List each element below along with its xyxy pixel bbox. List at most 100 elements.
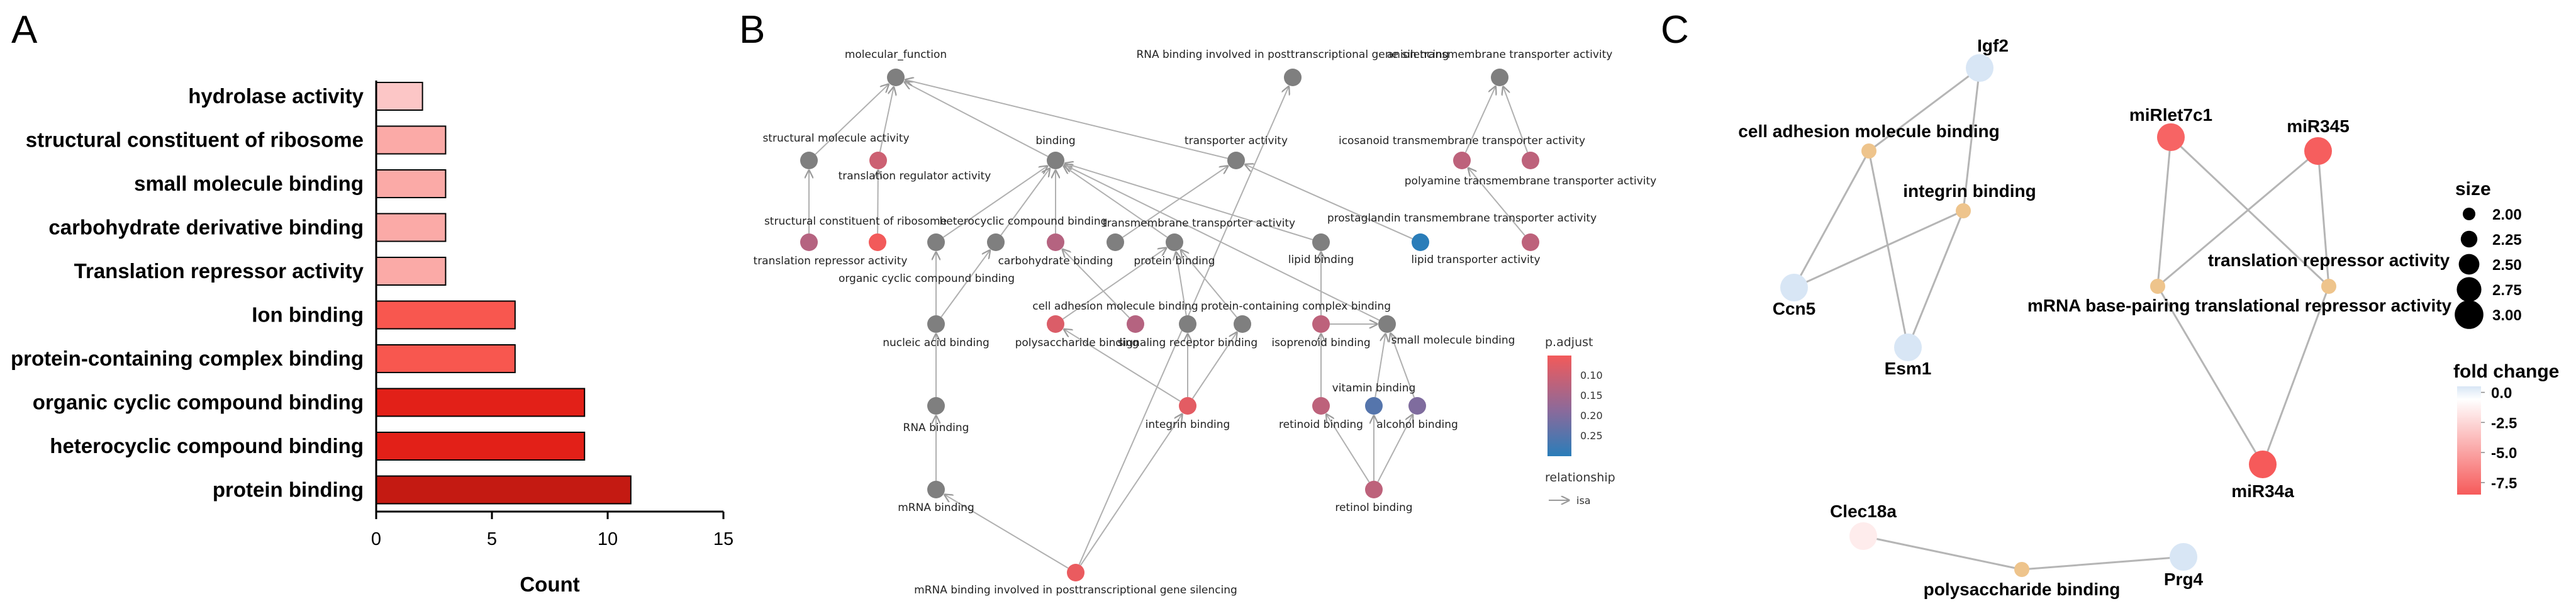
x-tick-label: 10 xyxy=(598,529,618,549)
size-legend-dot xyxy=(2456,277,2482,302)
bar xyxy=(376,300,516,330)
category-label: small molecule binding xyxy=(134,172,364,195)
network-edge xyxy=(1868,67,1980,152)
go-term-node xyxy=(1166,233,1183,251)
x-tick-label: 0 xyxy=(371,529,381,549)
term-label: mRNA base-pairing translational represso… xyxy=(2027,296,2452,315)
category-label: Ion binding xyxy=(252,303,364,327)
go-term-label: structural constituent of ribosome xyxy=(764,215,947,228)
isa-edge xyxy=(1191,332,1237,399)
bar xyxy=(376,213,447,242)
go-term-node xyxy=(1234,315,1251,333)
padj-tick-label: 0.10 xyxy=(1580,369,1603,381)
isa-edge xyxy=(1000,169,1049,236)
go-term-label: mRNA binding xyxy=(898,502,974,514)
go-term-label: structural molecule activity xyxy=(762,132,909,145)
go-term-label: cell adhesion molecule binding xyxy=(1032,300,1198,313)
size-legend-dot xyxy=(2455,300,2484,329)
size-legend-label: 2.25 xyxy=(2492,232,2522,249)
go-term-node xyxy=(1107,233,1124,251)
gene-label: miR345 xyxy=(2287,116,2350,136)
relationship-legend-title: relationship xyxy=(1545,471,1615,485)
term-node xyxy=(2014,562,2029,577)
category-label: heterocyclic compound binding xyxy=(50,434,364,457)
padj-tick-label: 0.15 xyxy=(1580,390,1603,401)
go-term-label: isoprenoid binding xyxy=(1271,337,1370,349)
gene-node xyxy=(2304,137,2332,165)
term-label: cell adhesion molecule binding xyxy=(1738,121,1999,141)
category-label: structural constituent of ribosome xyxy=(26,128,364,152)
bar xyxy=(376,475,632,505)
go-term-label: transmembrane transporter activity xyxy=(1103,217,1295,230)
go-term-label: RNA binding xyxy=(903,422,969,434)
network-edge xyxy=(2261,286,2330,465)
go-term-node xyxy=(1312,397,1330,415)
isa-edge xyxy=(1062,249,1130,318)
go-term-label: carbohydrate binding xyxy=(998,255,1113,267)
term-label: translation repressor activity xyxy=(2208,250,2450,270)
isa-edge xyxy=(1064,165,1380,321)
padj-tick-label: 0.20 xyxy=(1580,410,1603,422)
go-term-node xyxy=(927,315,945,333)
isa-edge xyxy=(1062,248,1166,320)
go-term-label: protein binding xyxy=(1134,255,1215,267)
edge-group xyxy=(1793,67,2330,571)
go-term-node xyxy=(800,152,818,169)
network-edge xyxy=(2156,286,2264,465)
category-label: Translation repressor activity xyxy=(74,259,364,283)
go-term-node xyxy=(1312,233,1330,251)
gene-node xyxy=(1894,334,1922,361)
go-term-node xyxy=(869,152,887,169)
go-term-label: nucleic acid binding xyxy=(883,337,990,349)
padj-colorbar xyxy=(1547,356,1571,456)
isa-edge xyxy=(1064,329,1181,402)
x-tick-label: 15 xyxy=(713,529,733,549)
size-legend-dot xyxy=(2458,254,2480,275)
term-node xyxy=(1956,203,1971,218)
go-term-label: binding xyxy=(1035,135,1075,147)
go-term-label: protein-containing complex binding xyxy=(1201,300,1391,313)
isa-edge xyxy=(1246,164,1413,240)
term-node xyxy=(2321,279,2336,294)
gene-label: Prg4 xyxy=(2164,569,2204,589)
go-term-label: retinoid binding xyxy=(1279,418,1363,431)
size-legend-label: 2.00 xyxy=(2492,206,2522,223)
size-legend-label: 2.50 xyxy=(2492,257,2522,274)
fold-change-tick-group: 0.0-2.5-5.0-7.5 xyxy=(2481,385,2517,492)
fold-change-colorbar xyxy=(2457,386,2481,495)
go-term-node xyxy=(1312,315,1330,333)
fold-change-legend: fold change 0.0-2.5-5.0-7.5 xyxy=(2453,361,2559,495)
isa-edge xyxy=(1079,414,1182,566)
bar xyxy=(376,82,423,111)
isa-edge xyxy=(1176,252,1187,316)
size-legend-dot xyxy=(2460,230,2478,248)
gene-node xyxy=(2157,123,2185,151)
isa-edge xyxy=(945,495,1069,569)
term-label: polysaccharide binding xyxy=(1924,580,2121,599)
size-legend: size 2.002.252.502.753.00 xyxy=(2455,179,2522,329)
go-term-node xyxy=(1365,397,1383,415)
go-term-label: icosanoid transmembrane transporter acti… xyxy=(1339,135,1585,147)
go-term-label: translation repressor activity xyxy=(754,255,908,267)
network-edge xyxy=(1907,210,1965,348)
go-term-node xyxy=(1067,564,1084,581)
gene-node xyxy=(1849,522,1877,550)
network-edge xyxy=(1868,150,1909,348)
isa-edge xyxy=(906,80,1228,159)
padj-tick-group: 0.100.150.200.25 xyxy=(1571,369,1603,442)
go-term-label: transporter activity xyxy=(1185,135,1288,147)
go-term-label: RNA binding involved in posttranscriptio… xyxy=(1136,48,1449,61)
go-term-node xyxy=(1047,233,1064,251)
go-term-node xyxy=(869,233,886,251)
gene-label: miR34a xyxy=(2231,481,2294,501)
go-term-label: heterocyclic compound binding xyxy=(940,215,1108,228)
go-term-label: prostaglandin transmembrane transporter … xyxy=(1327,212,1597,225)
isa-edge xyxy=(1503,87,1529,153)
go-term-node xyxy=(1365,481,1383,498)
go-term-node xyxy=(1047,152,1064,169)
